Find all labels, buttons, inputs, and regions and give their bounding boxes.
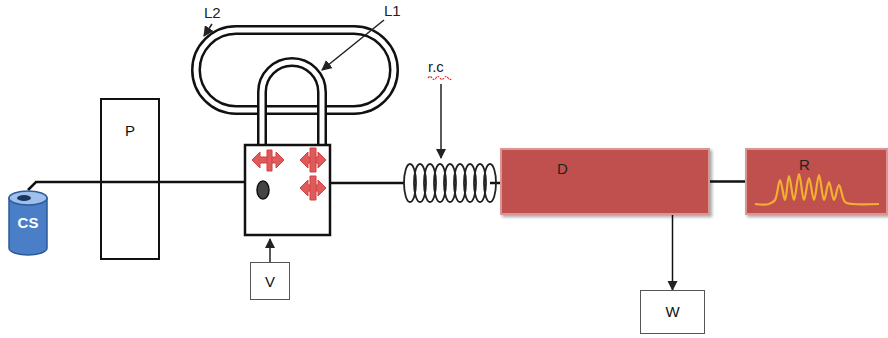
pump-box: P xyxy=(100,98,160,260)
injection-valve xyxy=(245,145,330,235)
coil-label: r.c xyxy=(428,58,444,76)
loop-l2 xyxy=(196,30,394,110)
node-label: P xyxy=(125,122,135,140)
node-label: V xyxy=(265,273,275,291)
flow-line xyxy=(672,215,674,290)
chromatogram-trace xyxy=(755,174,879,204)
reaction-coil xyxy=(404,164,496,202)
detector-box: D xyxy=(500,148,710,215)
bottle-mouth xyxy=(17,195,31,201)
tube xyxy=(490,182,500,185)
tube xyxy=(330,182,404,185)
loop-l1-inner xyxy=(262,62,322,147)
node-label: CS xyxy=(18,214,39,232)
loop-l2-inner xyxy=(196,30,394,110)
leader-arrow xyxy=(322,20,384,70)
leader-arrow xyxy=(440,84,442,158)
chromatogram xyxy=(747,150,886,213)
valve-rotor xyxy=(257,181,269,199)
loop-label: L2 xyxy=(204,4,221,22)
coil-winding xyxy=(484,164,496,202)
actuator-arrow xyxy=(269,239,271,262)
valve-control-box: V xyxy=(250,262,290,300)
node-label: W xyxy=(665,303,679,321)
bottle-body xyxy=(9,198,47,255)
loop-l1 xyxy=(262,62,322,145)
waste-box: W xyxy=(640,290,705,334)
spellcheck-underline xyxy=(428,77,452,80)
flow-line xyxy=(28,182,100,190)
recorder-box: R xyxy=(745,148,888,215)
flow-line xyxy=(710,180,745,183)
solvent-container: CS xyxy=(8,190,48,256)
tube xyxy=(100,181,245,184)
valve-port-arrows xyxy=(252,148,326,200)
node-label: D xyxy=(557,160,568,178)
node-label: R xyxy=(799,156,810,174)
bottle-top xyxy=(9,191,47,205)
leader-arrow xyxy=(204,24,212,36)
loop-label: L1 xyxy=(384,2,401,20)
